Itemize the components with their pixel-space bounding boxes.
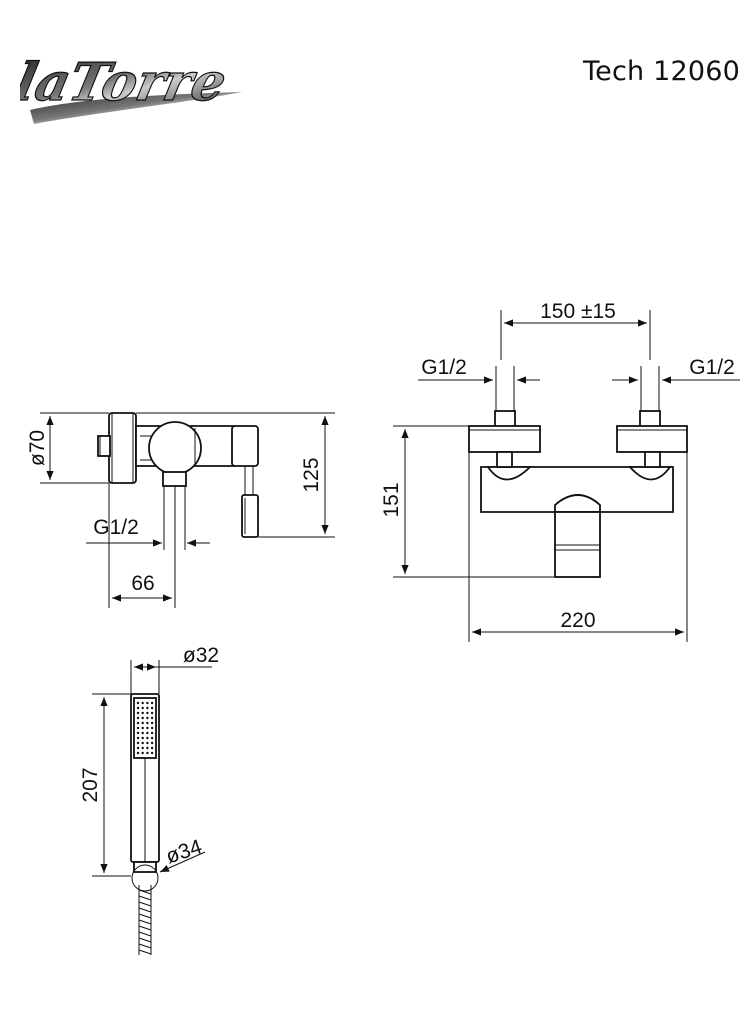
nozzle-dot [136,701,140,705]
side-height-label: 125 [300,457,323,492]
model-title: Tech 12060 [583,56,740,87]
side-thread-label: G1/2 [93,516,139,539]
nozzle-dot [136,711,140,715]
nozzle-dot [141,701,144,705]
latorre-logo: laTorre [20,52,242,124]
nozzle-dot [150,731,154,735]
nozzle-dot [150,716,154,720]
nozzle-dot [150,736,154,740]
nozzle-dot [136,721,140,725]
nozzle-dot [141,706,144,710]
side-diameter-label: ø70 [26,430,49,466]
nozzle-dot [150,711,154,715]
nozzle-dot [150,726,154,730]
hand-shower-bottom-diameter-label: ø34 [163,835,205,868]
svg-text:laTorre: laTorre [20,53,232,113]
nozzle-dot [136,716,140,720]
front-height-label: 151 [380,482,403,517]
nozzle-dot [136,741,140,745]
nozzle-dot [146,726,149,730]
side-depth-label: 66 [131,572,154,595]
nozzle-dot [136,726,140,730]
nozzle-dot [146,721,149,725]
nozzle-dot [146,741,149,745]
nozzle-dot [146,716,149,720]
nozzle-dot [141,711,144,715]
nozzle-dot [141,751,144,755]
nozzle-dot [141,726,144,730]
nozzle-dot [136,731,140,735]
hand-shower-view: ø32 207 ø34 [79,644,219,955]
side-view: ø70 125 G1/2 66 [26,412,335,608]
front-thread-left-label: G1/2 [421,356,467,379]
nozzle-dot [141,741,144,745]
nozzle-dot [141,716,144,720]
hand-shower-top-diameter-label: ø32 [183,644,219,667]
nozzle-dot [136,736,140,740]
nozzle-dot [136,751,140,755]
nozzle-dot [150,746,154,750]
nozzle-dot [150,706,154,710]
front-width-label: 220 [560,609,595,632]
nozzle-dot [150,751,154,755]
nozzle-dot [141,721,144,725]
front-view: 150 ±15 G1/2 G1/2 151 220 [380,300,740,642]
nozzle-dot [136,706,140,710]
nozzle-dot [150,701,154,705]
nozzle-dot [141,731,144,735]
center-distance-label: 150 ±15 [540,300,616,323]
spray-nozzles [136,701,154,755]
nozzle-dot [146,731,149,735]
nozzle-dot [150,741,154,745]
nozzle-dot [141,736,144,740]
nozzle-dot [136,746,140,750]
nozzle-dot [150,721,154,725]
nozzle-dot [146,751,149,755]
nozzle-dot [146,746,149,750]
nozzle-dot [146,706,149,710]
front-thread-right-label: G1/2 [689,356,735,379]
nozzle-dot [141,746,144,750]
nozzle-dot [146,711,149,715]
hand-shower-length-label: 207 [79,767,102,802]
nozzle-dot [146,736,149,740]
nozzle-dot [146,701,149,705]
